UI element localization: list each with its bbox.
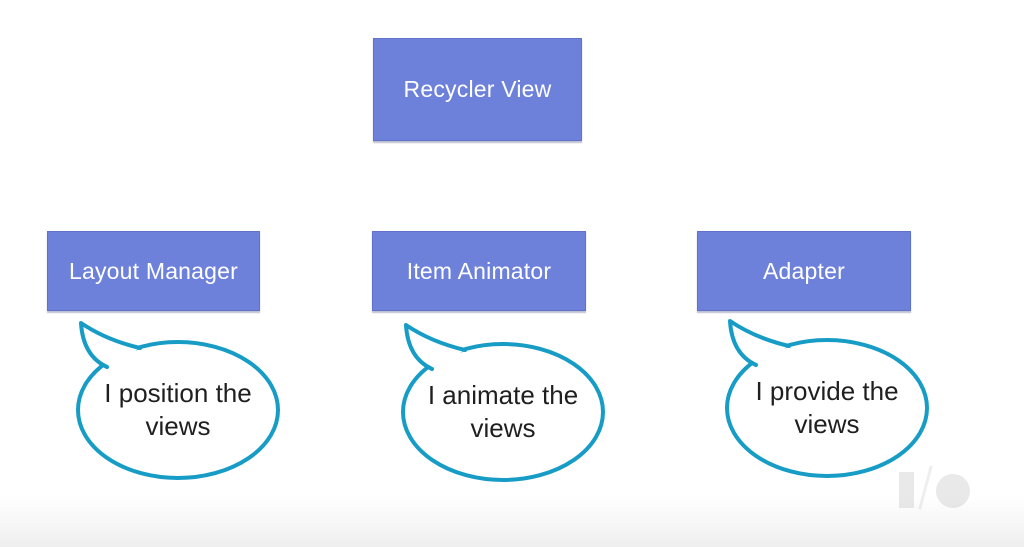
io-logo-i-bar xyxy=(899,472,914,508)
speech-bubble-item-animator: I animate the views xyxy=(381,314,611,484)
speech-bubble-shape xyxy=(725,319,929,478)
bubble-text-line1: I animate the xyxy=(427,380,579,410)
bubble-tail xyxy=(404,323,467,371)
bubble-tail xyxy=(79,321,142,369)
io-logo-o-circle xyxy=(936,474,970,508)
bubble-text-line1: I position the xyxy=(104,378,252,408)
bubble-text: I position the views xyxy=(78,342,278,478)
box-layout-manager: Layout Manager xyxy=(47,231,260,311)
bubble-tail xyxy=(728,319,791,367)
speech-bubble-layout-manager: I position the views xyxy=(56,312,286,482)
bubble-text: I animate the views xyxy=(403,344,603,480)
speech-bubble-shape xyxy=(76,321,280,480)
bubble-text: I provide the views xyxy=(727,340,927,476)
box-recycler-view: Recycler View xyxy=(373,38,582,141)
box-recycler-view-label: Recycler View xyxy=(403,76,552,102)
bubble-text-line2: views xyxy=(794,409,860,439)
box-item-animator: Item Animator xyxy=(372,231,586,311)
speech-bubble-adapter: I provide the views xyxy=(705,310,935,480)
bubble-text-line2: views xyxy=(470,413,536,443)
bubble-text-line2: views xyxy=(145,411,211,441)
bubble-body xyxy=(401,342,605,482)
bottom-fade-gradient xyxy=(0,495,1024,547)
speech-bubble-shape xyxy=(401,323,605,482)
box-adapter: Adapter xyxy=(697,231,911,311)
bubble-body xyxy=(725,338,929,478)
google-io-logo-icon xyxy=(899,463,974,519)
box-adapter-label: Adapter xyxy=(763,257,845,284)
bubble-text-line1: I provide the xyxy=(755,376,899,406)
io-logo-slash xyxy=(918,465,933,510)
box-layout-manager-label: Layout Manager xyxy=(68,257,239,284)
box-item-animator-label: Item Animator xyxy=(406,257,552,284)
bubble-body xyxy=(76,340,280,480)
